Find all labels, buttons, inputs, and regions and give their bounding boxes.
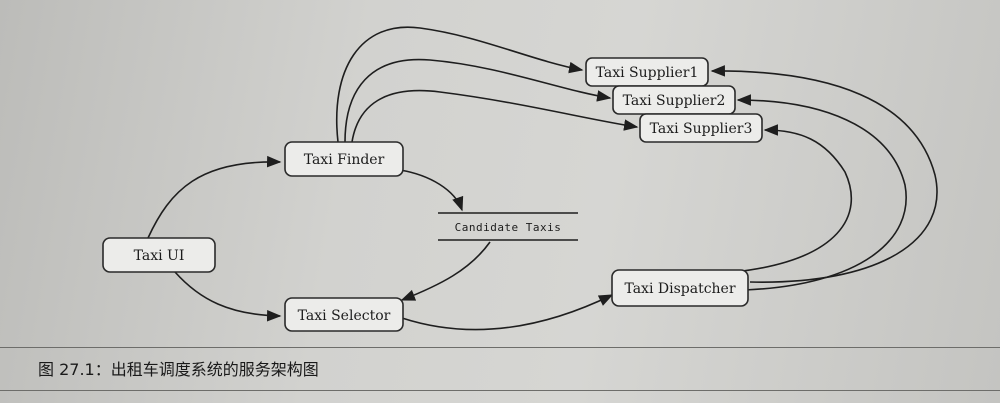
node-taxi-supplier2-label: Taxi Supplier2 xyxy=(623,93,726,109)
edge-ui-to-selector xyxy=(174,271,282,322)
edge-selector-to-dispatcher xyxy=(401,294,614,331)
edge-finder-to-candidates xyxy=(399,169,464,212)
node-taxi-supplier1-label: Taxi Supplier1 xyxy=(596,65,699,81)
node-candidate-taxis: Candidate Taxis xyxy=(438,212,578,241)
node-taxi-supplier2: Taxi Supplier2 xyxy=(612,85,736,115)
node-taxi-supplier3: Taxi Supplier3 xyxy=(639,113,763,143)
node-candidate-taxis-label: Candidate Taxis xyxy=(455,221,562,234)
node-taxi-dispatcher: Taxi Dispatcher xyxy=(611,269,749,307)
edge-dispatcher-to-supplier2 xyxy=(736,94,907,291)
node-taxi-ui: Taxi UI xyxy=(102,237,216,273)
node-taxi-dispatcher-label: Taxi Dispatcher xyxy=(624,281,735,297)
node-taxi-finder: Taxi Finder xyxy=(284,141,404,177)
edge-ui-to-finder xyxy=(147,155,282,239)
node-taxi-selector: Taxi Selector xyxy=(284,297,404,332)
caption-top-rule xyxy=(0,347,1000,348)
edge-finder-to-supplier1 xyxy=(336,26,584,143)
node-taxi-supplier3-label: Taxi Supplier3 xyxy=(650,121,753,137)
node-taxi-supplier1: Taxi Supplier1 xyxy=(585,57,709,87)
node-taxi-finder-label: Taxi Finder xyxy=(304,152,385,168)
edge-dispatcher-to-supplier3 xyxy=(734,124,853,273)
node-taxi-selector-label: Taxi Selector xyxy=(298,308,391,324)
caption-bottom-rule xyxy=(0,390,1000,391)
figure-caption: 图 27.1：出租车调度系统的服务架构图 xyxy=(38,360,319,379)
edges xyxy=(147,26,938,331)
edge-finder-to-supplier3 xyxy=(351,89,639,143)
node-taxi-ui-label: Taxi UI xyxy=(134,248,185,264)
edge-dispatcher-to-supplier1 xyxy=(710,65,938,283)
edge-finder-to-supplier2 xyxy=(344,58,612,143)
edge-candidates-to-selector xyxy=(400,241,491,301)
